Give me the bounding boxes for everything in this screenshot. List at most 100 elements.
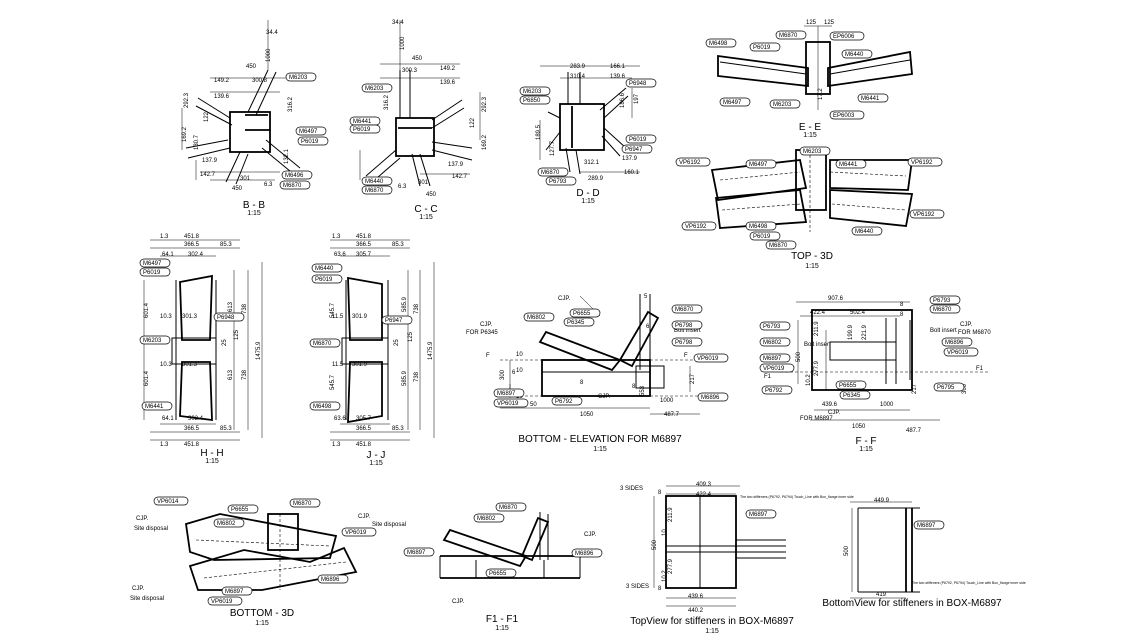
jj-dim-11-5: 11.5 xyxy=(332,314,344,320)
cc-dim-139-6: 139.6 xyxy=(440,80,456,86)
bv-dim-419: 419 xyxy=(876,592,887,598)
dd-tag-p6019: P6019 xyxy=(629,137,647,143)
bottomview-title: BottomView for stiffeners in BOX-M6897 xyxy=(822,598,1002,609)
top3d-tag-m6870: M6870 xyxy=(769,243,788,249)
top3d-tag-vp6192-b: VP6192 xyxy=(911,160,933,166)
jj-dim-545-7: 545.7 xyxy=(330,302,336,318)
ff-tag-m6870: M6870 xyxy=(933,307,952,313)
cc-dim-450-b: 450 xyxy=(426,192,437,198)
hh-title: H - H xyxy=(200,448,223,459)
b3d-tag-m6897: M6897 xyxy=(225,589,244,595)
hh-dim-302-4: 302.4 xyxy=(188,252,204,258)
dd-dim-166-1: 166.1 xyxy=(610,64,626,70)
jj-dim-366-5-b: 366.5 xyxy=(356,426,372,432)
bb-tag-p6019: P6019 xyxy=(301,139,319,145)
be-dim-487-7: 487.7 xyxy=(664,412,680,418)
tv-dim-500: 500 xyxy=(652,539,658,550)
dd-tag-m6203: M6203 xyxy=(523,89,542,95)
b3d-tag-m6802: M6802 xyxy=(217,521,236,527)
be-tag-m6896: M6896 xyxy=(701,395,720,401)
ff-cjp-for-m6897: FOR M6897 xyxy=(800,416,833,422)
jj-dim-305-7: 305.7 xyxy=(356,252,372,258)
be-cjp-for-p6345: FOR P6345 xyxy=(466,330,498,336)
bottom3d-title: BOTTOM - 3D xyxy=(230,608,294,619)
ff-bolt-insert: Bolt insert xyxy=(930,328,957,334)
ee-tag-m6498: M6498 xyxy=(709,41,728,47)
tv-3-sides-top: 3 SIDES xyxy=(620,486,643,492)
b3d-tag-vp6019-a: VP6019 xyxy=(345,530,367,536)
ff-dim-217: 217 xyxy=(912,383,918,394)
be-dim-50: 50 xyxy=(530,402,537,408)
be-dim-8-a: 8 xyxy=(632,384,636,390)
jj-tag-p6019: P6019 xyxy=(315,277,333,283)
be-tag-p6798-a: P6798 xyxy=(675,323,693,329)
cc-scale: 1:15 xyxy=(419,214,433,221)
dd-dim-160-1: 160.1 xyxy=(624,170,640,176)
cc-dim-1000: 1000 xyxy=(400,36,406,50)
ff-cjp-for-m6870: FOR M6870 xyxy=(958,330,991,336)
view-bottom3d: CJP. Site disposal CJP. Site disposal CJ… xyxy=(130,496,406,627)
ff-dim-487-7: 487.7 xyxy=(906,428,922,434)
ee-tag-m6870: M6870 xyxy=(779,33,798,39)
jj-dim-305-7-b: 305.7 xyxy=(356,416,372,422)
ff-tag-p6345: P6345 xyxy=(843,393,861,399)
top3d-title: TOP - 3D xyxy=(791,251,833,262)
bottom-elev-title: BOTTOM - ELEVATION FOR M6897 xyxy=(518,434,682,445)
b3d-cjp-left: CJP. xyxy=(136,516,149,522)
dd-dim-189-5: 189.5 xyxy=(536,124,542,140)
be-dim-5: 5 xyxy=(644,294,648,300)
hh-dim-301-3-b: 301.3 xyxy=(182,362,198,368)
be-tag-p6345: P6345 xyxy=(567,320,585,326)
b3d-tag-vp6019-b: VP6019 xyxy=(211,599,233,605)
ff-dim-1050: 1050 xyxy=(852,424,866,430)
bv-tag-m6897: M6897 xyxy=(917,523,936,529)
hh-dim-1475-9: 1475.9 xyxy=(256,341,262,360)
hh-dim-601-4: 601.4 xyxy=(144,302,150,318)
be-dim-8-b: 8 xyxy=(580,380,584,386)
cc-tag-m6440: M6440 xyxy=(365,179,384,185)
f1f1-tag-m6897: M6897 xyxy=(407,550,426,556)
bb-scale: 1:15 xyxy=(247,210,261,217)
top3d-tag-m6441: M6441 xyxy=(839,162,858,168)
cc-tag-p6019: P6019 xyxy=(353,127,371,133)
ff-dim-439-6: 439.6 xyxy=(822,402,838,408)
f1f1-tag-m6870: M6870 xyxy=(499,505,518,511)
be-dim-1050: 1050 xyxy=(580,412,594,418)
be-dim-6-a: 6 xyxy=(512,370,516,376)
f1f1-tag-m6896: M6896 xyxy=(575,551,594,557)
be-dim-217: 217 xyxy=(690,373,696,384)
bb-tag-m6496: M6496 xyxy=(285,173,304,179)
jj-dim-366-5: 366.5 xyxy=(356,242,372,248)
hh-dim-738: 738 xyxy=(242,303,248,314)
cc-dim-6-3: 6.3 xyxy=(398,184,407,190)
ff-cjp-2: CJP. xyxy=(828,410,841,416)
bottom3d-scale: 1:15 xyxy=(255,620,269,627)
dd-title: D - D xyxy=(576,188,599,199)
jj-tag-m6498: M6498 xyxy=(313,404,332,410)
top3d-tag-vp6192-c: VP6192 xyxy=(685,224,707,230)
jj-dim-85-3: 85.3 xyxy=(392,242,404,248)
hh-tag-p6948: P6948 xyxy=(217,315,235,321)
view-ff: 907.6 422.4 502.4 211.9 500 277.9 10.2 1… xyxy=(759,295,991,453)
be-cjp-2: CJP. xyxy=(480,322,493,328)
ff-dim-422-4: 422.4 xyxy=(810,310,826,316)
hh-dim-10-3: 10.3 xyxy=(160,314,172,320)
jj-title: J - J xyxy=(367,450,386,461)
be-dim-1000: 1000 xyxy=(660,398,674,404)
hh-dim-451-8: 451.8 xyxy=(184,234,200,240)
bb-dim-292-3: 292.3 xyxy=(184,92,190,108)
cc-tag-m6441: M6441 xyxy=(353,119,372,125)
ff-dim-199-9: 199.9 xyxy=(848,324,854,340)
cc-dim-292-3: 292.3 xyxy=(482,96,488,112)
ff-dim-1000: 1000 xyxy=(880,402,894,408)
bb-tag-m6497: M6497 xyxy=(299,129,318,135)
hh-dim-64-1: 64.1 xyxy=(162,252,174,258)
jj-dim-1-3: 1.3 xyxy=(332,234,341,240)
tv-dim-439-6: 439.6 xyxy=(688,594,704,600)
hh-dim-451-8-b: 451.8 xyxy=(184,442,200,448)
jj-dim-451-8-b: 451.8 xyxy=(356,442,372,448)
view-topview: 409.3 422.4 211.9 500 10 277.9 10.2 439.… xyxy=(620,482,854,635)
bv-dim-449-9: 449.9 xyxy=(874,498,890,504)
be-tag-p6798-b: P6798 xyxy=(675,340,693,346)
cc-dim-301: 301 xyxy=(418,180,429,186)
